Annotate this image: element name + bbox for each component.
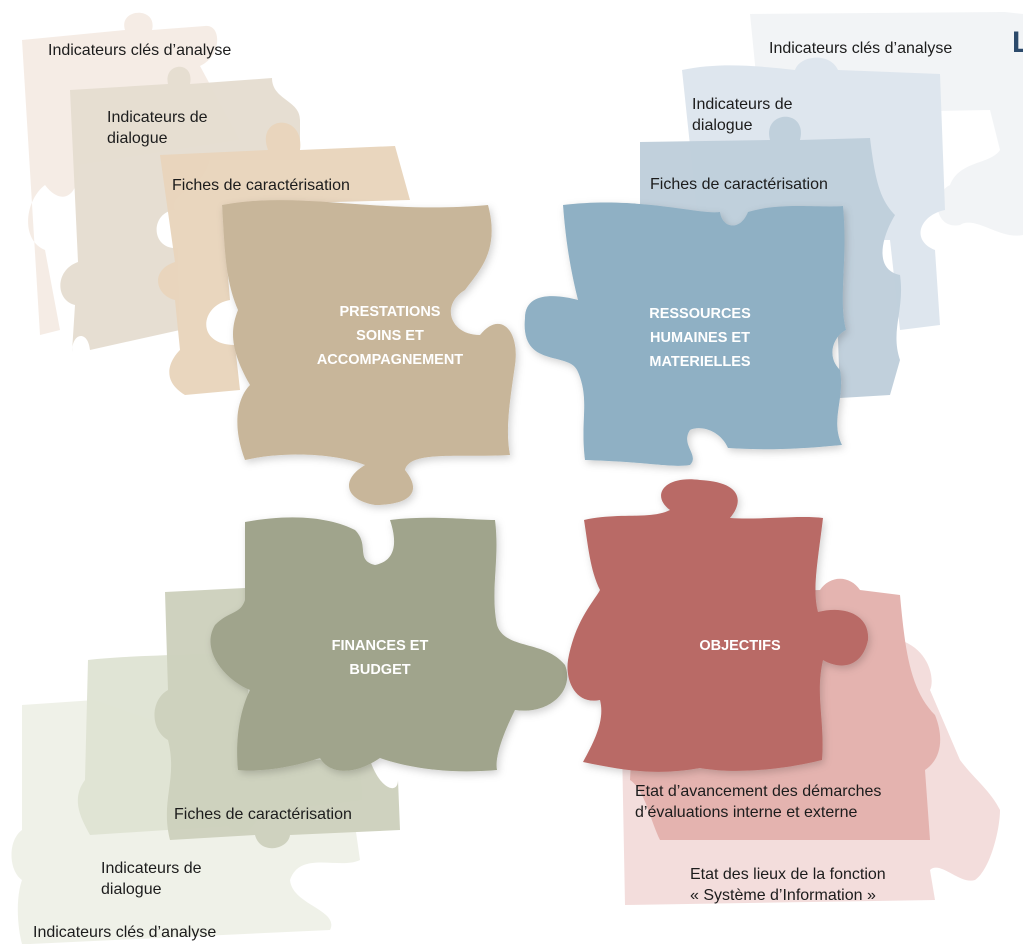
bottom-left-layer-1-label: Fiches de caractérisation bbox=[174, 806, 352, 823]
top-right-title: RESSOURCES HUMAINES ET MATERIELLES bbox=[649, 306, 751, 370]
top-right-main-piece bbox=[524, 202, 846, 466]
top-right-layer-2-label: Indicateurs de dialogue bbox=[692, 96, 793, 134]
corner-glyph: L bbox=[1012, 28, 1023, 58]
top-left-layer-2 bbox=[60, 66, 300, 352]
bottom-right-layers bbox=[567, 479, 1000, 905]
top-left-layer-1-label: Fiches de caractérisation bbox=[172, 177, 350, 194]
top-right-layers bbox=[524, 12, 1023, 466]
bottom-right-layer-1-label: Etat d’avancement des démarches d’évalua… bbox=[635, 783, 882, 821]
bottom-left-layer-2-label: Indicateurs de dialogue bbox=[101, 860, 202, 898]
bottom-left-main-piece bbox=[210, 517, 568, 772]
bottom-right-main-piece bbox=[567, 479, 869, 772]
bottom-left-layer-3-label: Indicateurs clés d’analyse bbox=[33, 924, 217, 941]
top-right-layer-1 bbox=[640, 116, 902, 398]
top-left-title: PRESTATIONS SOINS ET ACCOMPAGNEMENT bbox=[316, 304, 464, 368]
bottom-left-layers bbox=[11, 517, 568, 944]
top-left-layer-2-label: Indicateurs de dialogue bbox=[107, 109, 208, 147]
top-left-layer-3-label: Indicateurs clés d’analyse bbox=[48, 42, 232, 59]
bottom-right-layer-2-label: Etat des lieux de la fonction « Système … bbox=[690, 866, 886, 904]
top-right-layer-3-label: Indicateurs clés d’analyse bbox=[769, 40, 953, 57]
bottom-right-title: OBJECTIFS bbox=[699, 638, 781, 654]
top-left-main-piece bbox=[222, 200, 516, 505]
top-right-layer-1-label: Fiches de caractérisation bbox=[650, 176, 828, 193]
top-left-layers bbox=[22, 12, 516, 505]
bottom-left-title: FINANCES ET BUDGET bbox=[331, 638, 429, 678]
top-left-layer-1 bbox=[158, 122, 410, 395]
